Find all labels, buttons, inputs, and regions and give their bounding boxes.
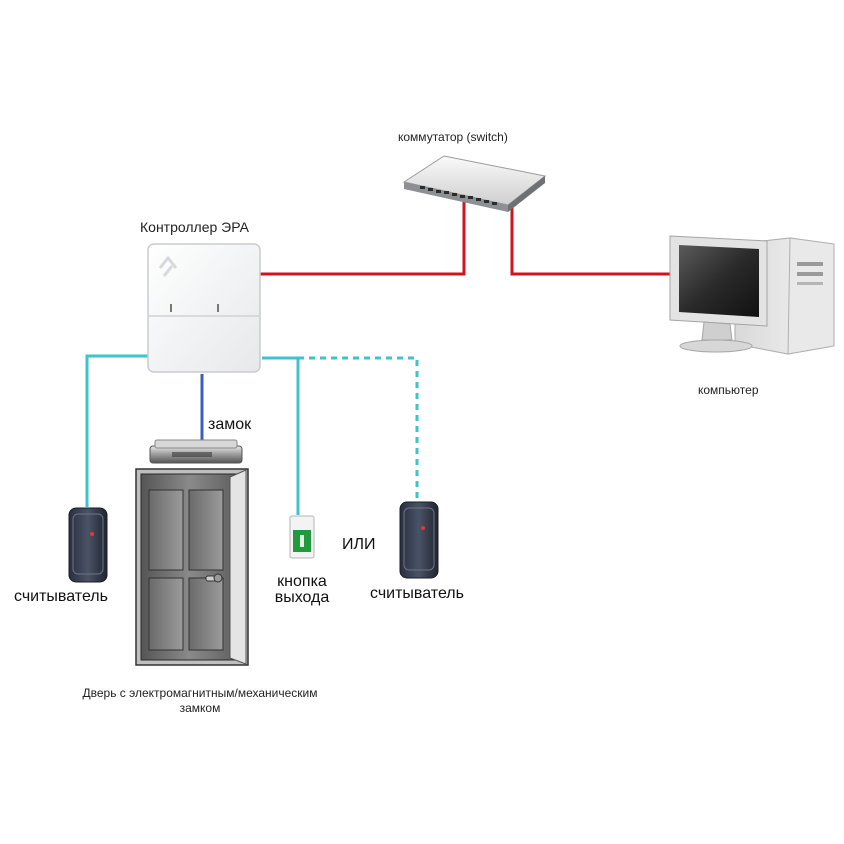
door-label-line2: замком	[179, 701, 221, 715]
electromagnetic-lock-icon	[149, 439, 243, 464]
network-switch-icon	[402, 155, 547, 212]
exit-button-label-line1: кнопка	[277, 573, 327, 590]
computer-label: компьютер	[698, 383, 759, 397]
ethernet-wires	[258, 200, 672, 276]
left-reader-label: считыватель	[14, 588, 108, 605]
door-label-line1: Дверь с электромагнитным/механическим	[82, 686, 318, 700]
exit-button-label-line2: выхода	[274, 589, 330, 606]
controller-label: Контроллер ЭРА	[140, 219, 249, 235]
wire-controller-switch	[258, 200, 466, 276]
door-icon	[135, 468, 249, 666]
door-label: Дверь с электромагнитным/механическим за…	[60, 686, 340, 716]
controller-box-icon	[147, 243, 261, 373]
wire-controller-right-reader	[298, 356, 419, 503]
wire-switch-computer	[510, 206, 672, 276]
right-reader-label: считыватель	[370, 585, 464, 602]
or-label: ИЛИ	[342, 536, 376, 553]
switch-label: коммутатор (switch)	[398, 130, 508, 144]
card-reader-icon	[68, 507, 108, 583]
lock-label: замок	[208, 416, 252, 433]
wire-controller-left-reader	[85, 354, 150, 507]
exit-button-icon	[289, 515, 315, 559]
desktop-computer-icon	[669, 235, 835, 355]
exit-button-label: кнопка выхода	[262, 574, 342, 606]
card-reader-icon	[399, 501, 439, 579]
wire-controller-exit-button	[262, 356, 300, 515]
reader-wires	[85, 354, 419, 515]
